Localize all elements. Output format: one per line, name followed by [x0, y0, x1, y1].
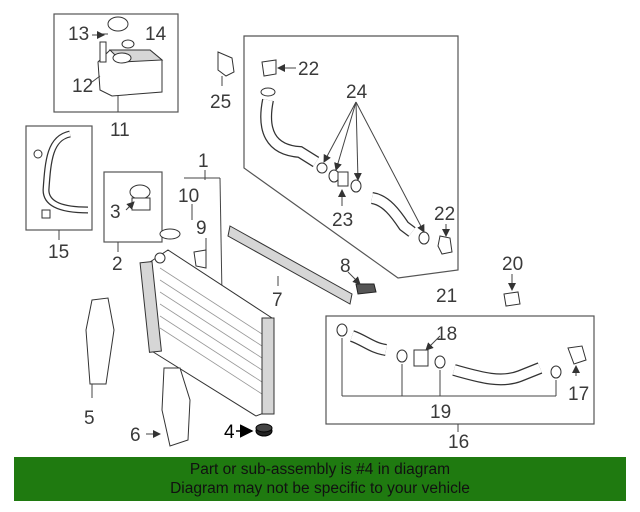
callout-11: 11 [110, 120, 130, 141]
callout-19: 19 [430, 402, 451, 423]
callout-13: 13 [68, 24, 89, 45]
parts-diagram: 13 14 12 11 15 3 2 25 22 [25, 13, 595, 453]
air-guard-left [85, 297, 115, 385]
callout-22-lower: 22 [434, 204, 455, 225]
radiator-cap-group: 3 2 [103, 171, 163, 275]
callout-5: 5 [84, 408, 95, 429]
callout-25: 25 [210, 92, 231, 113]
hose-clamp-b [316, 162, 328, 174]
lower-connector [413, 349, 429, 367]
hose-elbow-upper [261, 59, 277, 77]
notice-line-1: Part or sub-assembly is #4 in diagram [189, 461, 451, 478]
lower-clamp-c [434, 355, 446, 369]
callout-15: 15 [48, 242, 69, 263]
drain-plug-seal [159, 228, 181, 240]
callout-10: 10 [178, 186, 199, 207]
callout-17: 17 [568, 384, 589, 405]
callout-7: 7 [272, 290, 283, 311]
callout-4-highlighted: 4 [224, 422, 235, 443]
hose-bracket [217, 51, 235, 77]
hose-clamp-a [260, 87, 276, 97]
radiator-tank-right [261, 317, 275, 415]
callout-20: 20 [502, 254, 523, 275]
callout-6: 6 [130, 425, 141, 446]
air-guard-lower [161, 367, 191, 447]
outlet-fitting [567, 345, 587, 365]
upper-hose-group: 22 24 23 22 21 [243, 35, 459, 307]
overflow-hose-group: 15 [25, 125, 93, 263]
callout-23: 23 [332, 210, 353, 231]
callout-1: 1 [198, 151, 209, 172]
hose-clip-upper [33, 149, 43, 159]
hose-clamp-20 [503, 291, 521, 307]
notice-line-2: Diagram may not be specific to your vehi… [170, 480, 470, 497]
reservoir-group: 13 14 12 11 [53, 13, 179, 141]
bracket-25: 25 [210, 51, 235, 113]
callout-24: 24 [346, 82, 368, 103]
callout-18: 18 [436, 324, 457, 345]
notice-banner: Part or sub-assembly is #4 in diagram Di… [14, 457, 626, 501]
callout-22-upper: 22 [298, 59, 319, 80]
lower-clamp-a [336, 323, 348, 337]
hose-clamp-e [418, 231, 430, 245]
hose-connector [337, 171, 349, 187]
reservoir-cap [107, 16, 129, 32]
parts-diagram-svg: 13 14 12 11 15 3 2 25 22 [25, 13, 595, 453]
reservoir-neck [112, 52, 132, 64]
callout-12: 12 [72, 76, 93, 97]
callout-3: 3 [110, 202, 121, 223]
mounting-bolt [355, 283, 377, 295]
callout-2: 2 [112, 254, 123, 275]
callout-14: 14 [145, 24, 167, 45]
filler-neck [154, 252, 166, 264]
callout-9: 9 [196, 218, 207, 239]
lower-clamp-d [550, 365, 562, 379]
callout-8: 8 [340, 256, 351, 277]
drain-cock [193, 249, 207, 269]
radiator-cap-body [131, 197, 151, 211]
lower-hose-group: 20 17 18 19 16 [325, 254, 595, 453]
lower-tie-bar [227, 225, 353, 305]
callout-16: 16 [448, 432, 469, 453]
lower-clamp-b [396, 349, 408, 363]
radiator-tank-left [139, 261, 162, 353]
radiator-group: 1 10 9 7 8 5 6 4 [84, 151, 377, 447]
callout-21: 21 [436, 286, 457, 307]
radiator-cap [129, 184, 151, 200]
hose-clip-lower [41, 209, 51, 219]
hose-fitting [437, 235, 453, 255]
reservoir-bolt [99, 41, 107, 63]
hose-clamp-d [350, 179, 362, 193]
cap-seal [121, 39, 135, 49]
